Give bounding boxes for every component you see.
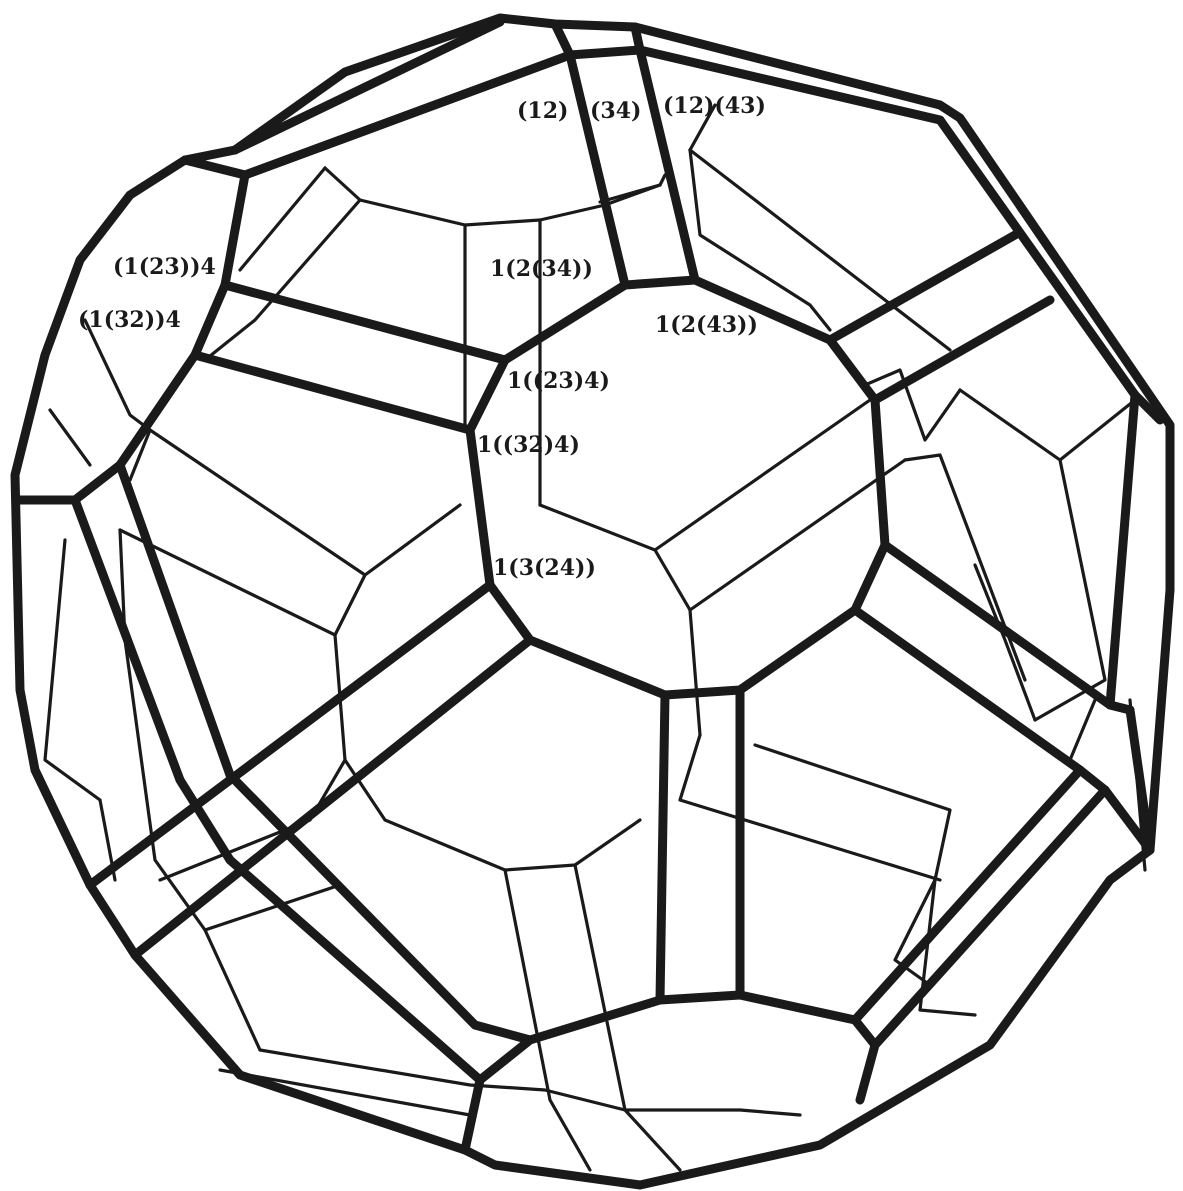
label-1-23-4-inner: 1((23)4) (507, 368, 610, 394)
front-edge (195, 285, 470, 430)
label-12: (12) (517, 98, 568, 124)
back-edge (1070, 700, 1095, 760)
front-edge (855, 770, 1080, 1020)
back-edge (150, 430, 460, 575)
back-edge (680, 735, 940, 880)
back-edge (960, 390, 1060, 460)
front-edge (1110, 395, 1160, 705)
back-edge (540, 400, 870, 550)
back-edge (85, 320, 150, 430)
label-1-32-4-inner: 1((32)4) (477, 432, 580, 458)
central-octagon (470, 280, 885, 695)
back-edge (345, 760, 640, 870)
front-edge (185, 160, 245, 175)
label-1-3-24: 1(3(24)) (493, 555, 596, 581)
back-edge (505, 870, 590, 1170)
front-edge (875, 790, 1105, 1045)
label-1-32-4: (1(32))4 (78, 307, 181, 333)
label-34: (34) (590, 98, 641, 124)
back-edge (660, 175, 665, 185)
front-edge (640, 50, 695, 280)
back-edge (50, 410, 90, 465)
back-edge (45, 540, 100, 800)
label-12-43: (12)(43) (663, 93, 766, 119)
front-edge (830, 235, 1015, 340)
label-1-2-43: 1(2(43)) (655, 312, 758, 338)
front-edge (855, 610, 1150, 850)
back-edge (335, 575, 365, 760)
front-edge (875, 300, 1050, 400)
front-edge (570, 55, 625, 285)
label-1-2-34: 1(2(34)) (490, 256, 593, 282)
label-1-23-4: (1(23))4 (113, 254, 216, 280)
front-edge (20, 355, 195, 500)
front-edge (660, 695, 665, 1000)
back-edge (690, 460, 905, 610)
